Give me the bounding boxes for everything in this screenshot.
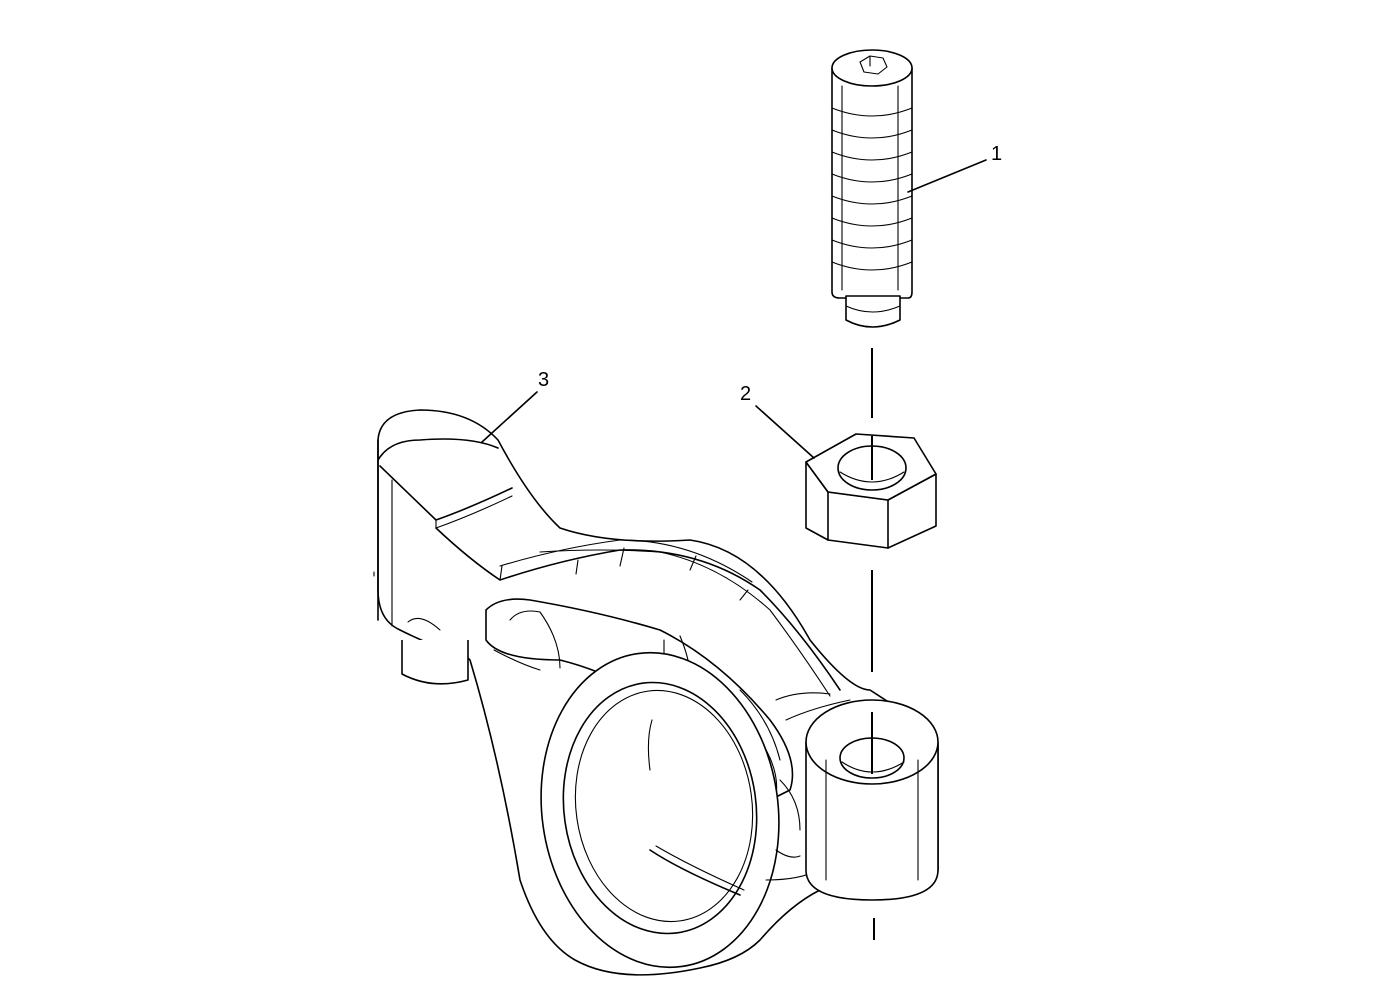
screw-threads [831, 85, 913, 291]
locknut [805, 433, 937, 549]
adjusting-screw [831, 49, 913, 328]
callout-leaders [481, 159, 987, 459]
leader-line-3 [481, 391, 538, 443]
assembly-centerline [871, 348, 875, 940]
callout-label-3: 3 [538, 369, 549, 391]
rocker-arm [373, 409, 939, 976]
leader-line-2 [755, 405, 815, 459]
leader-line-1 [907, 159, 987, 193]
callout-label-1: 1 [991, 143, 1002, 165]
callout-label-2: 2 [740, 383, 751, 405]
